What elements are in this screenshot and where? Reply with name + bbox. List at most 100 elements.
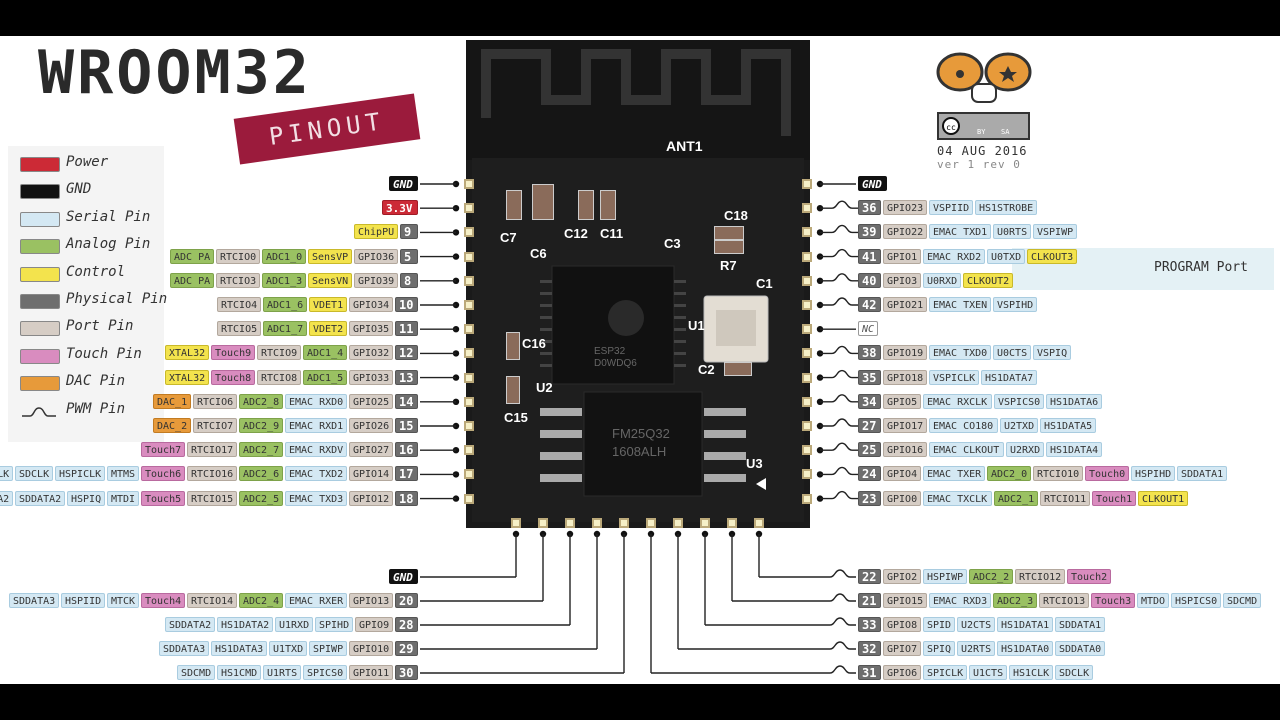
module-pad — [802, 421, 812, 431]
pin-tag: EMAC RXD2 — [923, 248, 985, 264]
pin-tag: Touch3 — [1091, 593, 1135, 608]
pin-tag: RTCIO12 — [1015, 569, 1065, 584]
pin-tag: EMAC TXEN — [929, 297, 991, 312]
pin-tag: EMAC CLKOUT — [929, 442, 1004, 458]
pin-tag: EMAC RXCLK — [923, 393, 992, 409]
pin-tag: SDCMD — [177, 665, 215, 680]
pin-tag: HS1DATA7 — [981, 369, 1037, 385]
legend-label: Analog Pin — [66, 236, 151, 253]
pin-tag: GPIO13 — [349, 593, 393, 608]
pin-tag: VSPICLK — [929, 369, 979, 385]
pin-tag: U1RTS — [263, 665, 301, 680]
silk-u1: U1 — [688, 318, 705, 333]
legend-swatch — [20, 239, 60, 255]
pin-tag: VSPICS0 — [994, 393, 1044, 409]
pin-tag: 18 — [395, 490, 418, 506]
pin-tag: EMAC TXER — [923, 466, 985, 482]
pin-tag: ADC PA — [170, 248, 214, 264]
pin-tag: GPIO33 — [349, 369, 393, 385]
module-pad — [565, 518, 575, 528]
pin-tag: 13 — [395, 369, 418, 385]
pin-tag: 12 — [395, 345, 418, 361]
pin-tag: HS1DATA6 — [1046, 393, 1102, 409]
pin-tag: VSPIHD — [993, 297, 1037, 312]
legend-swatch — [20, 376, 60, 392]
module-pad — [464, 203, 474, 214]
legend-swatch — [20, 294, 60, 309]
legend-label: Port Pin — [66, 318, 134, 335]
pin-tag: ADC1_7 — [263, 321, 307, 337]
pin-tag: 38 — [858, 345, 881, 361]
pin-tag: ADC2_1 — [994, 490, 1038, 506]
capacitor — [532, 184, 554, 220]
pin-tag: EMAC RXER — [285, 593, 347, 608]
cc-by-label: BY — [977, 128, 986, 136]
pin-tag: 23 — [858, 490, 881, 506]
pin-tag: GPIO3 — [883, 272, 921, 288]
pin-tag: GPIO12 — [349, 490, 393, 506]
pin-tag: 31 — [858, 665, 881, 680]
pin-tag: Touch5 — [141, 490, 185, 506]
pin-tag: MTCK — [107, 593, 139, 608]
module-pad — [802, 251, 812, 262]
legend-label: Serial Pin — [66, 208, 151, 225]
pin-tag: Touch8 — [211, 369, 255, 385]
pin-tag: SDDATA3 — [159, 641, 209, 656]
pin-tag: EMAC RXD0 — [285, 393, 347, 409]
pin-lines — [420, 180, 858, 674]
pin-tag: GPIO18 — [883, 369, 927, 385]
esp32-chip-text2: D0WDQ6 — [594, 358, 637, 369]
pwm-wave — [820, 297, 858, 306]
module-pad — [802, 372, 812, 383]
pin-tag: SPIHD — [315, 617, 353, 632]
pin-tag: GPIO0 — [883, 490, 921, 506]
pin-tag: SPID — [923, 617, 955, 632]
pin-tag: HSPIQ — [67, 490, 105, 506]
pin-tag: EMAC TXD3 — [285, 490, 347, 506]
pin-tag: Touch4 — [141, 593, 185, 608]
pin-tag: CLKOUT3 — [1027, 248, 1077, 264]
pin-tag: U0RTS — [993, 224, 1031, 240]
module-pad — [464, 275, 474, 286]
pin-tag: MTDO — [1137, 593, 1169, 608]
pin-tag: 3.3V — [382, 200, 418, 216]
silk-c2: C2 — [698, 362, 715, 377]
legend-label: Control — [66, 263, 126, 280]
pin-tag: VSPIQ — [1033, 345, 1071, 361]
pin-tag: HS1DATA2 — [217, 617, 273, 632]
silk-c12: C12 — [564, 226, 588, 241]
pin-tag: 24 — [858, 466, 881, 482]
module-pad — [727, 518, 737, 528]
pin-tag: HSPICLK — [55, 466, 105, 482]
module-pad — [464, 396, 474, 407]
capacitor — [600, 190, 616, 220]
pin-tag: CLKOUT2 — [963, 272, 1013, 288]
pin-tag: RTCIO6 — [193, 393, 237, 409]
pin-tag: DAC_2 — [153, 418, 191, 433]
cc-sa-label: SA — [1001, 128, 1010, 136]
pin-tag: GPIO7 — [883, 641, 921, 656]
pin-tag: ADC2_3 — [993, 593, 1037, 608]
pin-tag: GPIO34 — [349, 297, 393, 312]
pin-tag: 16 — [395, 442, 418, 458]
pin-tag: ADC PA — [170, 272, 214, 288]
module-pad — [538, 518, 548, 528]
silk-c16: C16 — [522, 336, 546, 351]
module-pad — [802, 445, 812, 456]
pin-tag: GPIO6 — [883, 665, 921, 680]
pin-tag: 25 — [858, 442, 881, 458]
pin-tag: HS1CMD — [217, 665, 261, 680]
pin-tag: ADC2_2 — [969, 569, 1013, 584]
revision-info: 04 AUG 2016 ver 1 rev 0 — [937, 144, 1027, 171]
pin-dot — [593, 530, 601, 538]
silk-c18: C18 — [724, 208, 748, 223]
module-pad — [754, 518, 764, 528]
pin-tag: GPIO26 — [349, 418, 393, 433]
module-pad — [464, 324, 474, 335]
pin-tag: ADC2_4 — [239, 593, 283, 608]
module-pad — [464, 251, 474, 262]
pin-tag: RTCIO15 — [187, 490, 237, 506]
pin-tag: GPIO17 — [883, 418, 927, 433]
pin-tag: SPICS0 — [303, 665, 347, 680]
